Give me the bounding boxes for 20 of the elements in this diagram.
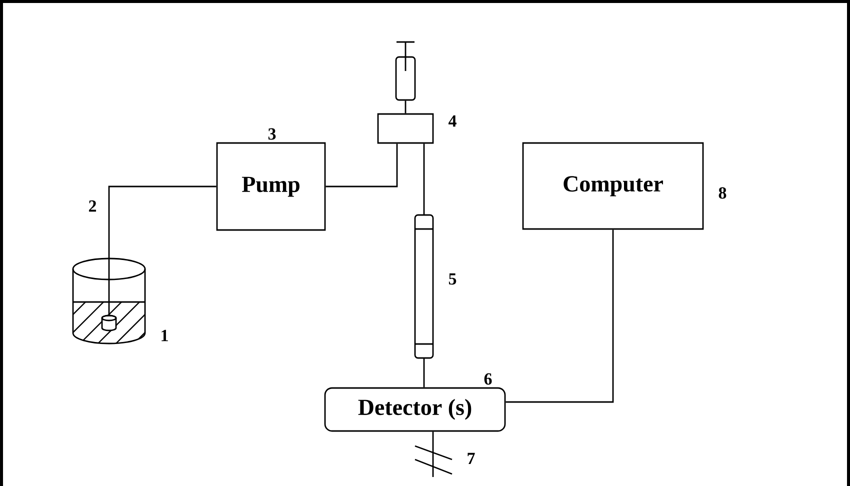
callout-number: 5 <box>448 273 456 285</box>
callout-number: 7 <box>468 452 475 464</box>
detector-box: Detector (s) <box>324 387 506 432</box>
callout-number: 4 <box>448 115 456 127</box>
connector-line <box>423 144 425 215</box>
reservoir <box>72 258 146 344</box>
callout-number: 2 <box>88 200 96 212</box>
connector-line <box>108 186 216 316</box>
computer-box: Computer <box>522 142 704 230</box>
callout-number: 8 <box>718 187 726 199</box>
connector-line <box>404 100 406 114</box>
connector-line <box>326 144 398 188</box>
syringe <box>395 41 416 101</box>
connector-line <box>506 230 614 403</box>
callout-number: 1 <box>162 330 168 342</box>
pump-box: Pump <box>216 142 326 231</box>
connector-line <box>423 358 425 388</box>
column-tube <box>414 214 434 359</box>
injector-box <box>377 113 434 144</box>
outlet-line <box>432 432 434 477</box>
